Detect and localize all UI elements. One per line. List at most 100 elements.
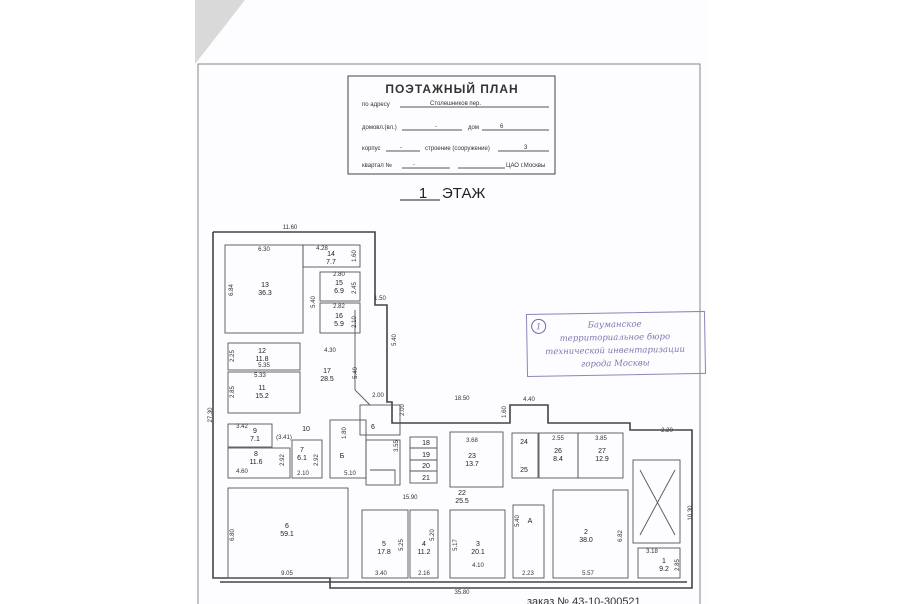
kvartal-label: квартал № [362, 162, 392, 169]
title-block: ПОЭТАЖНЫЙ ПЛАН по адресу Столешников пер… [347, 75, 556, 175]
dimension: 3.55 [394, 440, 400, 452]
room-number: 14 [327, 251, 335, 258]
address-value: Столешников пер. [430, 101, 481, 107]
room-number: 1 [662, 558, 666, 565]
dimension: 1.60 [502, 406, 508, 418]
dimension: 35.80 [454, 590, 470, 596]
dimension: 15.90 [402, 495, 418, 501]
plan-heading: ПОЭТАЖНЫЙ ПЛАН [385, 81, 518, 96]
room-number: 10 [302, 426, 310, 433]
dimension: 4.10 [472, 563, 484, 569]
dimension: 3.68 [466, 438, 478, 444]
room-number: 23 [468, 453, 476, 460]
dimension: 4.28 [316, 246, 328, 252]
room-number: А [528, 518, 533, 525]
dimension: 2.55 [552, 436, 564, 442]
dimension: 1.60 [352, 250, 358, 262]
room-number: 16 [335, 313, 343, 320]
dimension-labels: 11.60 6.30 4.28 1.60 2.80 2.45 2.82 2.10… [208, 225, 694, 596]
dimension: 11.60 [283, 225, 298, 231]
room-number: 13 [261, 282, 269, 289]
floor-number: 1 [419, 185, 427, 202]
room-number: 21 [422, 475, 430, 482]
room-area: 12.9 [595, 456, 609, 463]
dimension: 2.80 [333, 272, 345, 278]
room-area: 6.9 [334, 288, 344, 295]
dimension: 2.92 [280, 454, 286, 466]
dimension: 5.40 [392, 334, 398, 346]
room-number: 2 [584, 529, 588, 536]
page-frame [197, 63, 701, 604]
room-number: 24 [520, 439, 528, 446]
room-area: 11.6 [249, 459, 262, 466]
dimension: 5.10 [344, 471, 356, 477]
dimension: 3.40 [375, 571, 387, 577]
house-value: - [435, 124, 437, 130]
room-area: 7.7 [326, 259, 336, 266]
room-area: 7.1 [250, 436, 260, 443]
dimension: 5.35 [258, 363, 270, 369]
dimension: 6.82 [618, 530, 624, 542]
dimension: 5.17 [453, 539, 459, 551]
room-number: 22 [458, 490, 466, 497]
paper-sheet [195, 0, 707, 604]
dimension: 3.42 [236, 424, 248, 430]
room-number: 6 [285, 523, 289, 530]
room-area: 36.3 [258, 290, 272, 297]
dimension: 2.92 [314, 454, 320, 466]
room-number: 7 [300, 447, 304, 454]
dimension: 4.30 [324, 348, 336, 354]
dimension: 6.80 [230, 529, 236, 541]
room-area: 38.0 [579, 537, 593, 544]
address-label: по адресу [362, 102, 390, 108]
dimension: 9.05 [281, 571, 293, 577]
dimension: 2.25 [230, 350, 236, 362]
district: ЦАО г.Москвы [506, 163, 545, 169]
room-area: 5.9 [334, 321, 344, 328]
dimension: 2.82 [333, 304, 345, 310]
room-number: 5 [382, 541, 386, 548]
dimension: 2.45 [352, 282, 358, 294]
dimension: 2.00 [372, 393, 384, 399]
room-area: 17.8 [377, 549, 391, 556]
room-number: Б [340, 453, 345, 460]
dimension: 18.50 [454, 396, 470, 402]
room-area: 11.8 [255, 356, 268, 363]
dimension: 5.40 [311, 296, 317, 308]
dom-value: 6 [500, 124, 504, 130]
room-number: 6 [371, 424, 375, 431]
room-area: 6.1 [297, 455, 307, 462]
room-number: 17 [323, 368, 331, 375]
dimension: 27.30 [208, 407, 214, 423]
kvartal-value: - [413, 162, 415, 168]
building-label: строение (сооружение) [425, 146, 490, 152]
dimension: 2.85 [230, 386, 236, 398]
dimension: 5.33 [254, 373, 266, 379]
floor-label: ЭТАЖ [442, 185, 485, 202]
room-number: 25 [520, 467, 528, 474]
house-label: домовл.(вл.) [362, 125, 397, 131]
stamp-line: технической инвентаризации [545, 345, 685, 357]
dimension: 2.00 [400, 404, 406, 416]
room-area: 28.5 [320, 376, 334, 383]
dimension: 6.84 [229, 284, 235, 296]
room-area: 9.2 [659, 566, 669, 573]
building-walls [212, 231, 693, 589]
dimension: 5.25 [399, 539, 405, 551]
dom-label: дом [468, 125, 479, 131]
stamp-line: Бауманское [587, 320, 642, 331]
room-number: 15 [335, 280, 343, 287]
dimension: 2.23 [522, 571, 534, 577]
room-number: 27 [598, 448, 606, 455]
room-area: 20.1 [471, 549, 485, 556]
dimension: 3.18 [646, 549, 658, 555]
dimension: (3.41) [276, 435, 292, 441]
dimension: 2.10 [352, 316, 358, 328]
dimension: 5.40 [515, 515, 521, 527]
dimension: 5.57 [582, 571, 594, 577]
dimension: 5.20 [430, 529, 436, 541]
folded-corner [195, 0, 245, 64]
stamp-line: территориальное бюро [560, 331, 671, 344]
dimension: 2.10 [297, 471, 309, 477]
